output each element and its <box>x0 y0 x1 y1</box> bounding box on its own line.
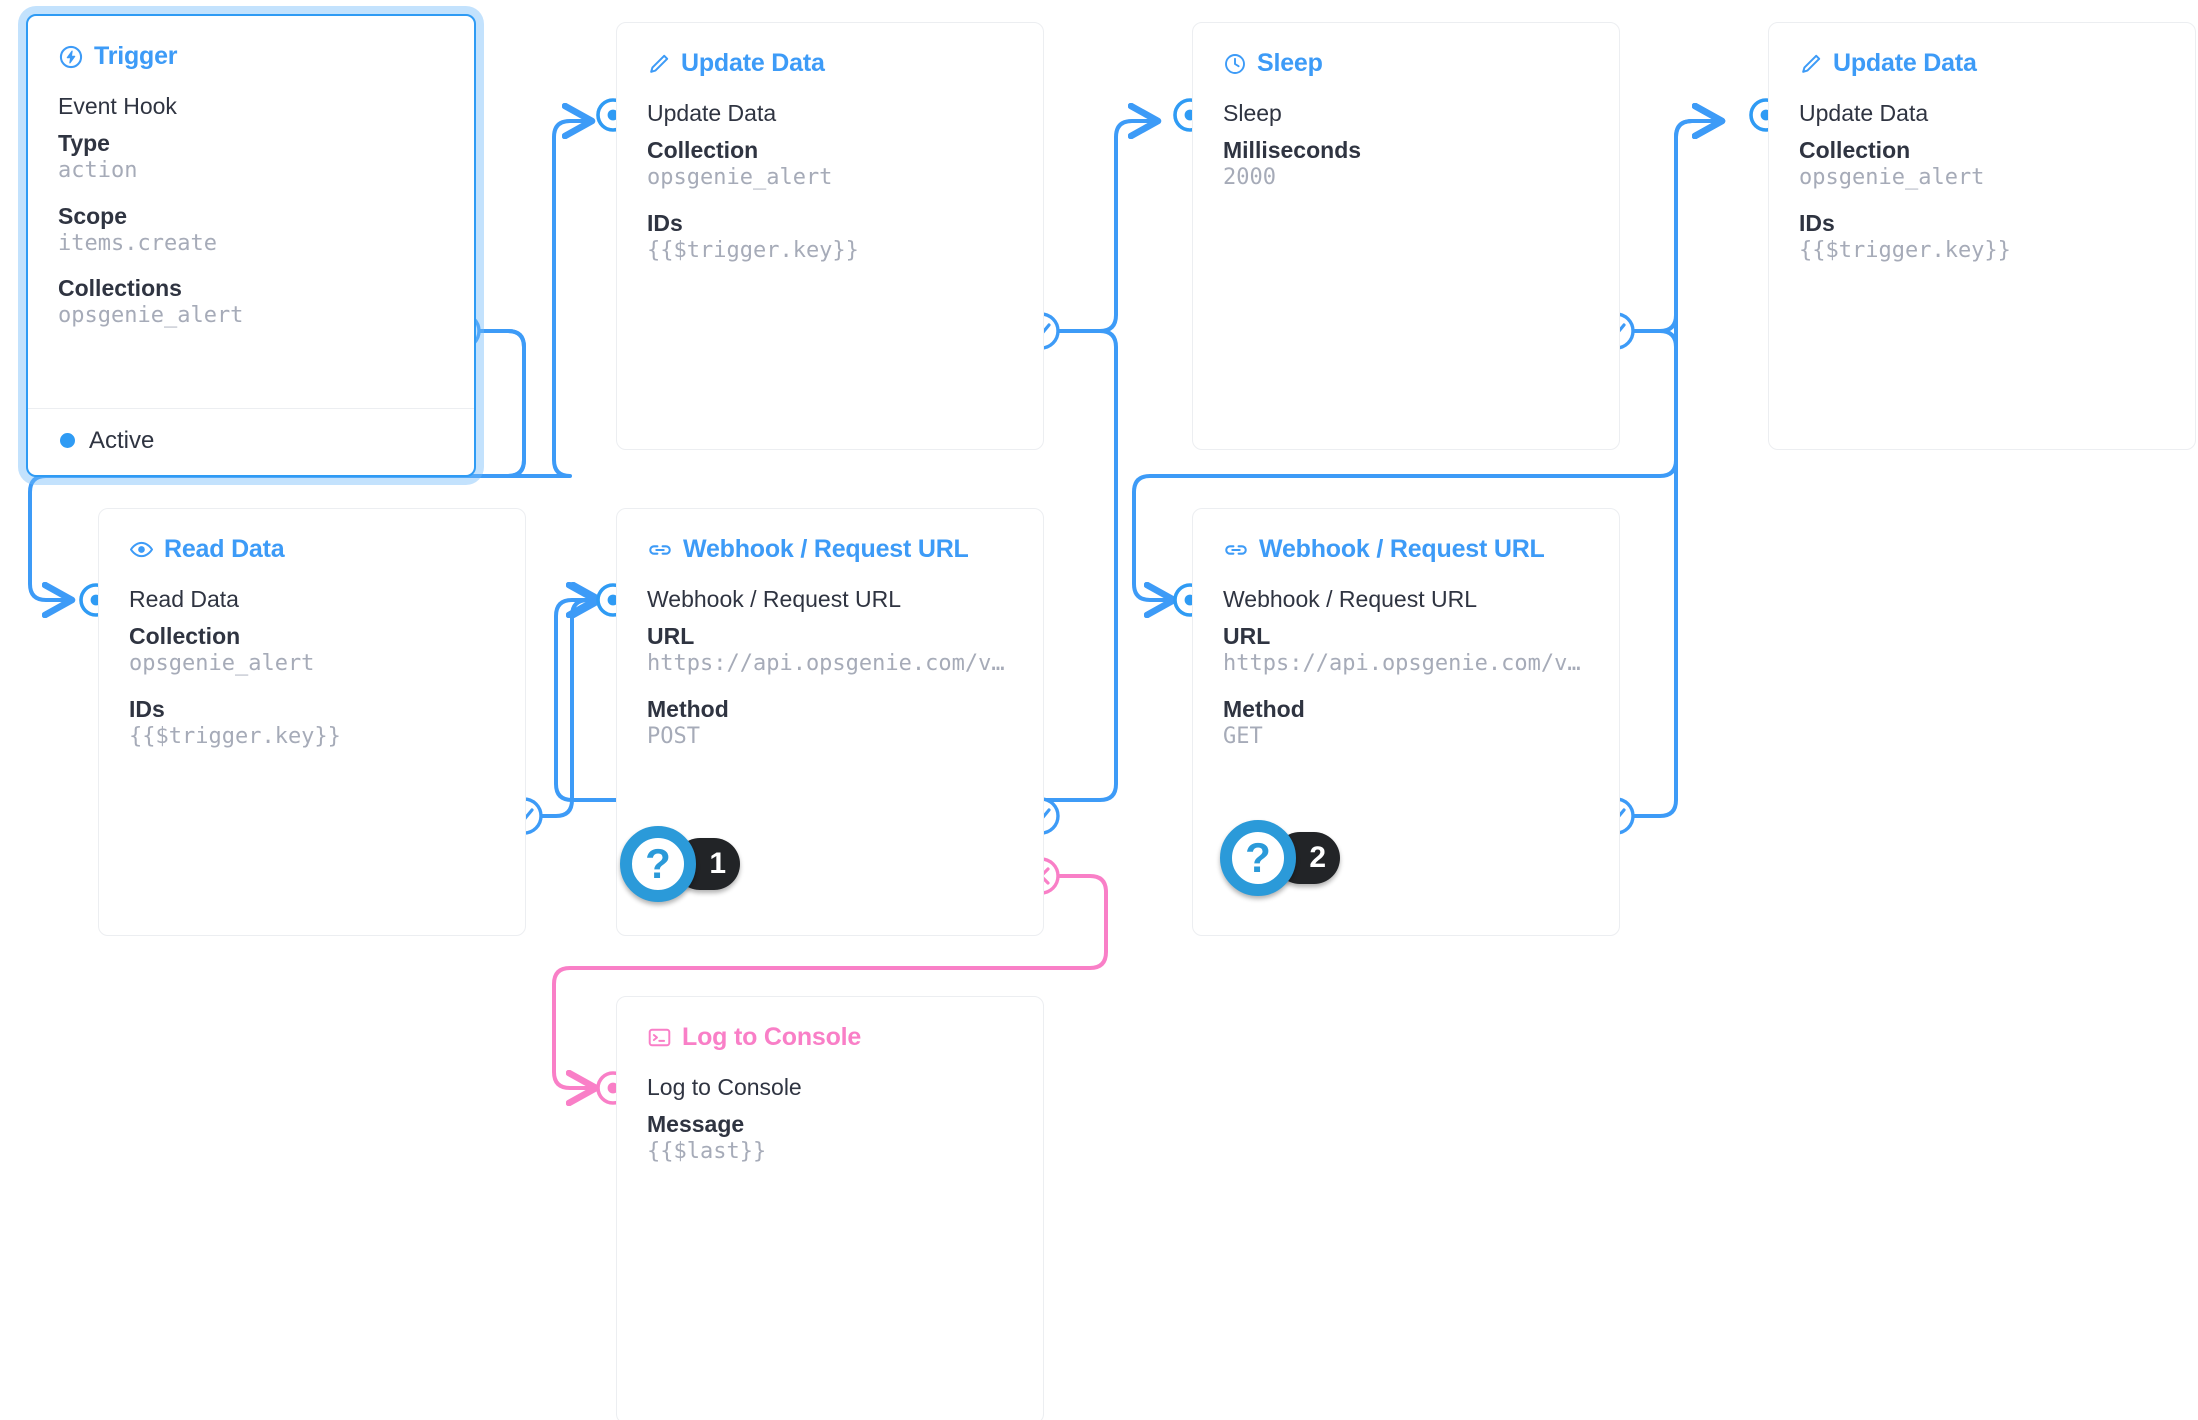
node-name: Event Hook <box>58 93 177 119</box>
field-value: opsgenie_alert <box>58 303 244 329</box>
field-label: Method <box>1223 695 1305 722</box>
node-card-sleep[interactable]: Sleep Sleep Milliseconds 2000 <box>1192 22 1620 450</box>
field-value: {{$trigger.key}} <box>647 237 859 263</box>
node-name: Webhook / Request URL <box>1223 586 1477 612</box>
link-icon <box>1223 537 1249 563</box>
field-label: IDs <box>647 209 683 236</box>
node-name: Update Data <box>1799 100 1929 126</box>
field-value: {{$trigger.key}} <box>1799 237 2011 263</box>
help-glyph: ? <box>645 840 671 887</box>
field-label: Milliseconds <box>1223 137 1362 163</box>
node-field: URL https://api.opsgenie.com/v… <box>1223 623 1589 678</box>
field-value: opsgenie_alert <box>647 165 833 191</box>
help-badge-2[interactable]: ? 2 <box>1220 820 1340 896</box>
field-label: Type <box>58 130 110 156</box>
node-card-title: Webhook / Request URL <box>647 535 1013 564</box>
field-value: https://api.opsgenie.com/v… <box>647 651 1005 677</box>
question-mark-icon[interactable]: ? <box>1220 820 1296 896</box>
node-card-trigger[interactable]: Trigger Event Hook Type action Scope ite… <box>26 14 476 477</box>
node-field: IDs {{$trigger.key}} <box>647 210 1013 265</box>
lightning-circle-icon <box>58 44 84 70</box>
node-card-title: Update Data <box>1799 49 2165 78</box>
field-value: items.create <box>58 230 217 256</box>
node-title-text: Update Data <box>1833 49 1977 77</box>
node-field: Collection opsgenie_alert <box>647 137 1013 192</box>
field-value: action <box>58 158 138 184</box>
field-value: {{$trigger.key}} <box>129 723 341 749</box>
eye-icon <box>129 537 154 562</box>
field-label: URL <box>647 623 695 649</box>
node-card-update-data-1[interactable]: Update Data Update Data Collection opsge… <box>616 22 1044 450</box>
node-card-log-to-console[interactable]: Log to Console Log to Console Message {{… <box>616 996 1044 1420</box>
node-name: Update Data <box>647 100 777 126</box>
field-value: {{$last}} <box>647 1139 767 1165</box>
field-label: Collection <box>647 137 759 163</box>
node-title-text: Update Data <box>681 49 825 77</box>
node-card-update-data-2[interactable]: Update Data Update Data Collection opsge… <box>1768 22 2196 450</box>
field-value: opsgenie_alert <box>1799 165 1985 191</box>
field-label: Method <box>647 695 729 722</box>
node-card-title: Read Data <box>129 535 495 564</box>
field-label: Message <box>647 1111 745 1137</box>
status-badge: Active <box>58 409 444 475</box>
status-label: Active <box>89 426 155 454</box>
node-field: Message {{$last}} <box>647 1111 1013 1166</box>
field-label: Scope <box>58 202 128 229</box>
node-field: Method GET <box>1223 696 1589 751</box>
node-card-title: Log to Console <box>647 1023 1013 1052</box>
node-field: Milliseconds 2000 <box>1223 137 1589 192</box>
status-dot-icon <box>60 433 75 449</box>
field-label: Collection <box>1799 137 1911 163</box>
field-value: GET <box>1223 723 1263 749</box>
pencil-icon <box>647 52 671 76</box>
node-name: Log to Console <box>647 1074 802 1100</box>
node-field: IDs {{$trigger.key}} <box>129 696 495 751</box>
field-value: opsgenie_alert <box>129 651 315 677</box>
node-card-title: Sleep <box>1223 49 1589 78</box>
help-badge-1[interactable]: ? 1 <box>620 826 740 902</box>
link-icon <box>647 537 673 563</box>
node-name: Webhook / Request URL <box>647 586 901 612</box>
node-title-text: Webhook / Request URL <box>1259 535 1545 563</box>
node-field: URL https://api.opsgenie.com/v… <box>647 623 1013 678</box>
node-card-title: Trigger <box>58 42 444 71</box>
field-label: Collections <box>58 275 182 302</box>
node-title-text: Read Data <box>164 535 285 563</box>
node-name: Read Data <box>129 586 239 612</box>
node-field: Scope items.create <box>58 203 444 258</box>
node-field: Collection opsgenie_alert <box>129 623 495 678</box>
pencil-icon <box>1799 52 1823 76</box>
help-glyph: ? <box>1245 834 1271 881</box>
field-value: POST <box>647 723 700 749</box>
node-name: Sleep <box>1223 100 1282 126</box>
node-card-title: Webhook / Request URL <box>1223 535 1589 564</box>
node-title-text: Sleep <box>1257 49 1323 77</box>
node-field: Method POST <box>647 696 1013 751</box>
node-field: Type action <box>58 130 444 185</box>
node-card-title: Update Data <box>647 49 1013 78</box>
field-label: URL <box>1223 623 1271 649</box>
field-value: 2000 <box>1223 165 1276 191</box>
node-field: IDs {{$trigger.key}} <box>1799 210 2165 265</box>
node-title-text: Webhook / Request URL <box>683 535 969 563</box>
terminal-icon <box>647 1025 672 1050</box>
node-title-text: Log to Console <box>682 1023 862 1051</box>
field-label: IDs <box>129 695 165 722</box>
clock-icon <box>1223 52 1247 76</box>
node-field: Collection opsgenie_alert <box>1799 137 2165 192</box>
question-mark-icon[interactable]: ? <box>620 826 696 902</box>
field-label: Collection <box>129 623 241 649</box>
field-label: IDs <box>1799 209 1835 236</box>
node-card-read-data[interactable]: Read Data Read Data Collection opsgenie_… <box>98 508 526 936</box>
node-title-text: Trigger <box>94 42 178 70</box>
field-value: https://api.opsgenie.com/v… <box>1223 651 1581 677</box>
node-field: Collections opsgenie_alert <box>58 275 444 330</box>
